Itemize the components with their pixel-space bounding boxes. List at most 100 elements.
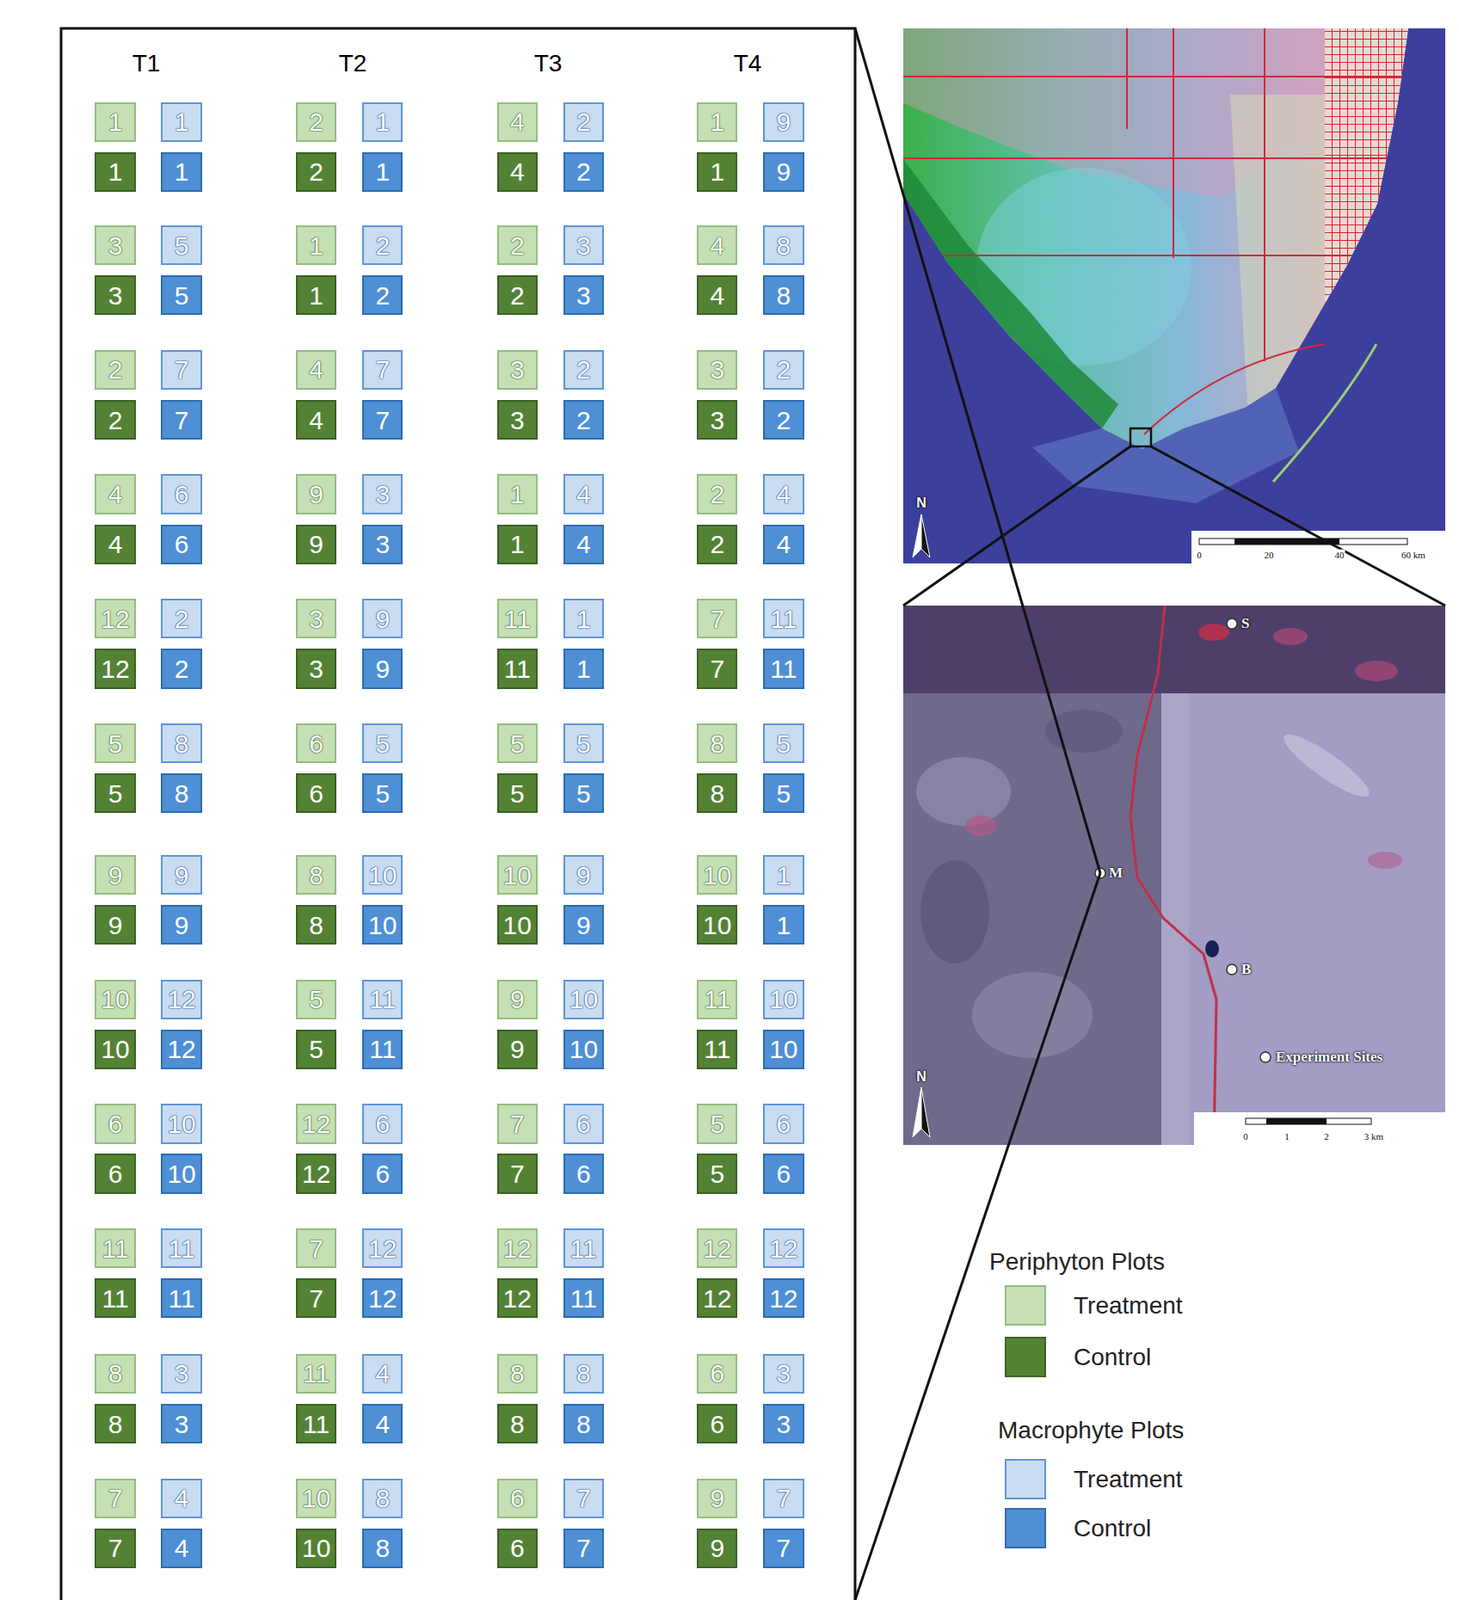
- plot-number: 3: [108, 231, 124, 260]
- plot-number: 7: [375, 355, 390, 384]
- aerial-patch: [972, 972, 1093, 1059]
- plot-number: 7: [308, 1284, 324, 1313]
- macrophyte-control-plot: 3: [160, 1403, 202, 1444]
- plot-number: 4: [375, 1409, 390, 1439]
- plot-number: 6: [776, 1109, 792, 1139]
- plot-number: 5: [375, 779, 390, 808]
- macrophyte-treatment-plot: 6: [563, 1103, 604, 1144]
- periphyton-control-plot: 4: [94, 524, 136, 565]
- plot-number: 2: [776, 406, 792, 435]
- macrophyte-control-plot: 12: [763, 1278, 804, 1318]
- plot-number: 8: [375, 1483, 390, 1513]
- column-header: T3: [534, 49, 563, 78]
- macrophyte-control-plot: 6: [763, 1153, 804, 1194]
- plot-number: 7: [174, 406, 190, 435]
- periphyton-control-plot: 9: [696, 1528, 738, 1569]
- macrophyte-treatment-plot: 7: [763, 1478, 804, 1519]
- plot-number: 6: [308, 729, 324, 758]
- macrophyte-control-plot: 12: [160, 1029, 202, 1070]
- periphyton-control-plot: 1: [94, 152, 136, 192]
- plot-number: 7: [308, 1234, 324, 1263]
- plot-number: 8: [576, 1359, 591, 1388]
- plot-number: 12: [166, 984, 196, 1014]
- periphyton-control-plot: 9: [497, 1029, 538, 1070]
- periphyton-treatment-plot: 12: [696, 1228, 738, 1269]
- periphyton-treatment-plot: 11: [295, 1354, 337, 1394]
- plot-number: 1: [510, 480, 525, 509]
- plot-number: 11: [703, 1034, 731, 1064]
- plot-number: 11: [570, 1284, 598, 1313]
- macrophyte-control-plot: 2: [160, 648, 202, 689]
- scale-label: 40: [1334, 549, 1346, 561]
- periphyton-treatment-plot: 8: [696, 723, 738, 764]
- periphyton-control-plot: 12: [696, 1278, 738, 1318]
- regional-map: [903, 28, 1446, 564]
- macrophyte-control-plot: 11: [160, 1278, 202, 1318]
- periphyton-treatment-plot: 8: [295, 855, 337, 895]
- mangrove-band: [903, 159, 1119, 429]
- aerial-ground: [903, 605, 1446, 1146]
- plot-number: 2: [576, 157, 591, 186]
- plot-number: 6: [709, 1359, 725, 1388]
- plot-number: 12: [503, 1284, 532, 1313]
- periphyton-control-plot: 4: [295, 400, 337, 440]
- plot-number: 11: [369, 1034, 396, 1064]
- plot-number: 3: [510, 406, 525, 435]
- macrophyte-control-plot: 9: [563, 904, 604, 945]
- plot-number: 3: [510, 355, 525, 384]
- plot-number: 12: [368, 1234, 397, 1263]
- plot-number: 4: [576, 480, 591, 509]
- periphyton-control-plot: 6: [295, 773, 337, 813]
- macrophyte-control-plot: 3: [362, 524, 403, 565]
- periphyton-treatment-plot: 1: [497, 474, 538, 514]
- plot-number: 12: [702, 1284, 732, 1313]
- plot-number: 9: [174, 861, 190, 890]
- aerial-tile: [903, 605, 1446, 694]
- macrophyte-treatment-plot: 3: [160, 1354, 202, 1394]
- scale-label: 3 km: [1363, 1131, 1385, 1143]
- plot-number: 2: [709, 480, 725, 509]
- macrophyte-treatment-plot: 7: [362, 350, 403, 390]
- plot-number: 2: [308, 107, 324, 136]
- legend-entry: Treatment: [1004, 1285, 1047, 1326]
- plot-number: 3: [709, 406, 725, 435]
- plot-number: 4: [709, 231, 725, 260]
- plot-number: 3: [308, 654, 324, 684]
- periphyton-treatment-plot: 3: [696, 350, 738, 390]
- legend-swatch: [1004, 1336, 1047, 1378]
- macrophyte-treatment-plot: 9: [160, 855, 202, 895]
- plot-number: 6: [308, 779, 324, 808]
- scale-bar-ground: [1194, 1112, 1446, 1146]
- north-arrow: [921, 1087, 930, 1138]
- macrophyte-control-plot: 4: [160, 1528, 202, 1569]
- periphyton-control-plot: 5: [94, 773, 136, 813]
- pond: [1205, 940, 1219, 958]
- plot-number: 2: [776, 355, 792, 384]
- aerial-patch: [1045, 709, 1123, 753]
- plot-number: 5: [576, 729, 591, 758]
- macrophyte-treatment-plot: 1: [763, 855, 804, 895]
- periphyton-treatment-plot: 2: [497, 225, 538, 265]
- macrophyte-control-plot: 2: [563, 152, 604, 192]
- plot-number: 8: [576, 1409, 591, 1439]
- periphyton-treatment-plot: 7: [295, 1228, 337, 1269]
- plot-number: 1: [776, 861, 792, 890]
- plot-number: 7: [510, 1109, 525, 1139]
- plot-number: 8: [375, 1533, 390, 1563]
- plot-number: 4: [510, 157, 525, 186]
- periphyton-treatment-plot: 3: [94, 225, 136, 265]
- north-arrow: [912, 514, 922, 558]
- macrophyte-treatment-plot: 4: [763, 474, 804, 514]
- plot-number: 7: [776, 1533, 792, 1563]
- periphyton-control-plot: 11: [696, 1029, 738, 1070]
- periphyton-treatment-plot: 4: [497, 102, 538, 142]
- periphyton-control-plot: 10: [295, 1528, 337, 1569]
- plot-number: 11: [168, 1234, 196, 1263]
- plot-number: 4: [108, 480, 124, 509]
- plot-number: 8: [709, 729, 725, 758]
- periphyton-treatment-plot: 10: [94, 979, 136, 1020]
- plot-number: 3: [108, 281, 124, 310]
- periphyton-control-plot: 7: [295, 1278, 337, 1318]
- periphyton-treatment-plot: 1: [295, 225, 337, 265]
- macrophyte-treatment-plot: 5: [763, 723, 804, 764]
